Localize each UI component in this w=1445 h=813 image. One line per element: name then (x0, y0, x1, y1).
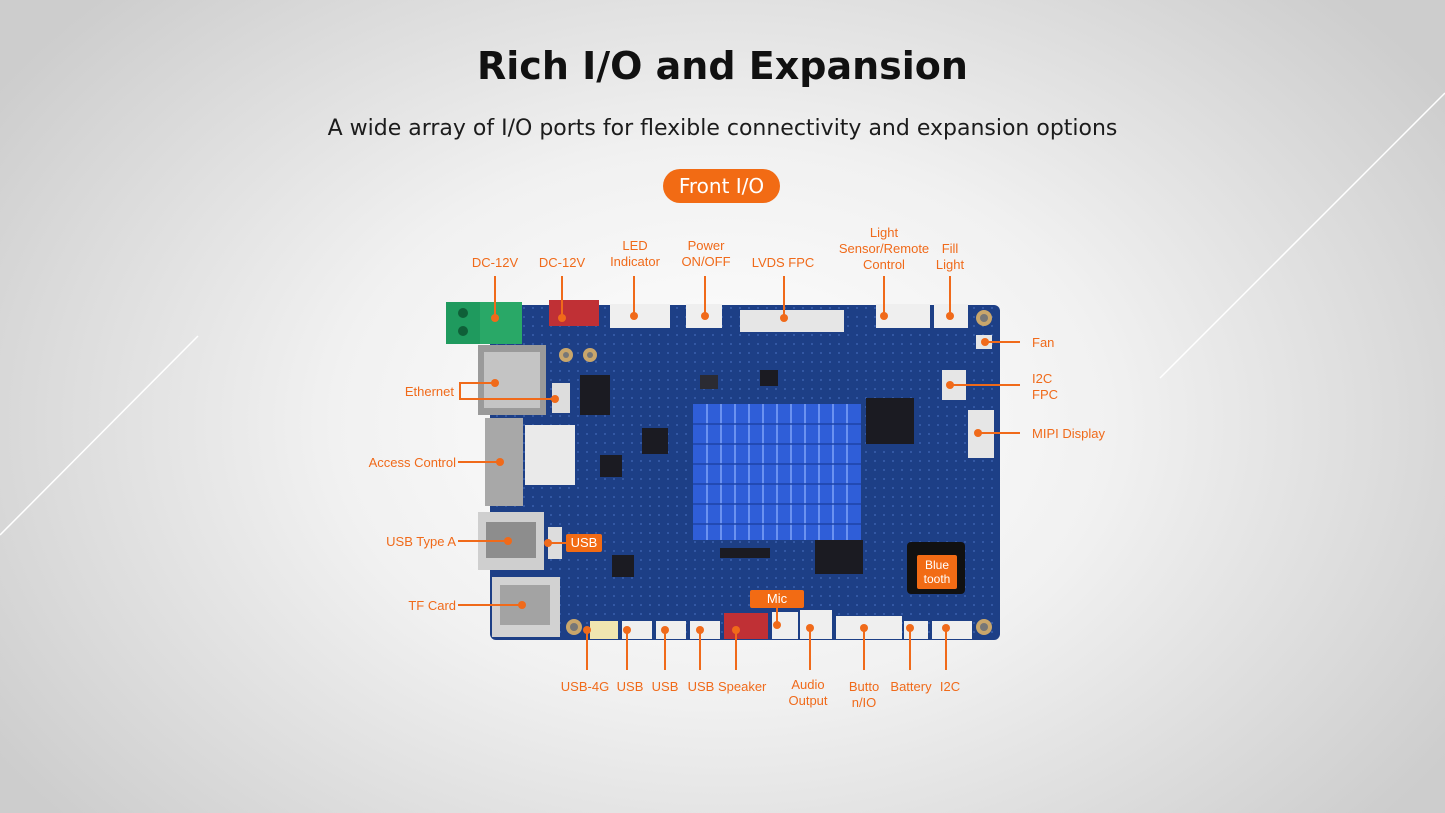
relay (525, 425, 575, 485)
front-io-pill: Front I/O (663, 169, 780, 203)
led-connector (610, 304, 670, 328)
page-subtitle: A wide array of I/O ports for flexible c… (327, 116, 1118, 141)
label-battery: Battery (890, 679, 932, 694)
label-access-control: Access Control (368, 455, 456, 470)
label-usb-type-a: USB Type A (386, 534, 456, 549)
bluetooth-tag: Blue tooth (917, 555, 957, 589)
label-usb-4g: USB-4G (560, 679, 610, 694)
heatsink (693, 404, 861, 540)
label-led-indicator: LED Indicator (610, 238, 660, 269)
button-io-connector (836, 616, 902, 639)
label-mipi-display: MIPI Display (1032, 426, 1105, 441)
dc-jack-green (480, 302, 522, 344)
label-dc12v-1: DC-12V (471, 255, 519, 270)
label-dc12v-2: DC-12V (538, 255, 586, 270)
label-button-io: Butto n/IO (848, 679, 880, 710)
label-fill-light: Fill Light (935, 241, 965, 272)
label-usb-speaker: USB Speaker (687, 679, 767, 694)
speaker-connector (724, 613, 768, 639)
label-ethernet: Ethernet (404, 384, 454, 399)
label-usb-2: USB (651, 679, 679, 694)
mic-tag: Mic (750, 590, 804, 608)
chip (866, 398, 914, 444)
label-audio-output: Audio Output (788, 677, 828, 708)
label-light-sensor: Light Sensor/Remote Control (838, 225, 930, 272)
usb-tag: USB (566, 534, 602, 552)
dc-jack-red (549, 300, 599, 326)
usb-4g-connector (590, 621, 618, 639)
chip (815, 540, 863, 574)
label-fan: Fan (1032, 335, 1055, 350)
label-tf-card: TF Card (408, 598, 456, 613)
leader-lines (458, 276, 1020, 670)
label-lvds-fpc: LVDS FPC (751, 255, 815, 270)
page-title: Rich I/O and Expansion (477, 44, 968, 88)
audio-output-connector (800, 610, 832, 639)
label-power-onoff: Power ON/OFF (681, 238, 731, 269)
label-i2c: I2C (939, 679, 961, 694)
lvds-fpc-connector (740, 310, 844, 332)
label-i2c-fpc: I2C FPC (1032, 371, 1058, 402)
label-usb-1: USB (616, 679, 644, 694)
